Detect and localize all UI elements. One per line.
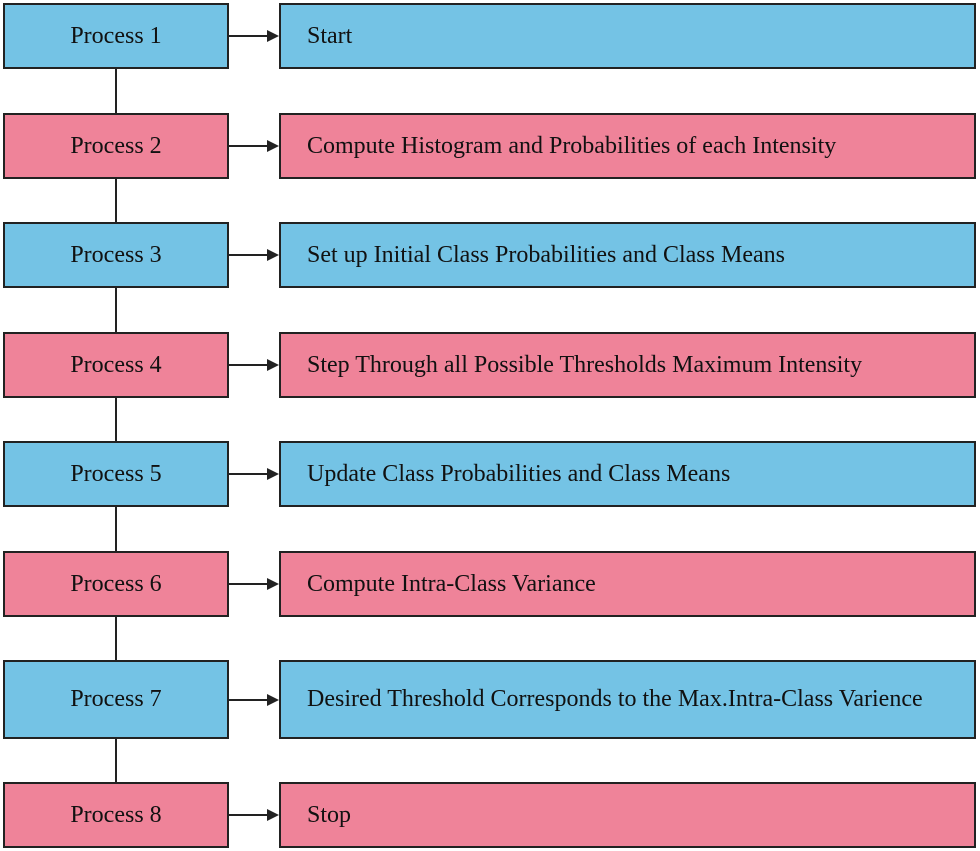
step-description: Update Class Probabilities and Class Mea… bbox=[307, 460, 731, 487]
process-label: Process 8 bbox=[70, 801, 162, 828]
step-description-box: Compute Intra-Class Variance bbox=[279, 551, 976, 617]
process-label: Process 1 bbox=[70, 22, 162, 49]
step-description-box: Set up Initial Class Probabilities and C… bbox=[279, 222, 976, 288]
arrow-right-icon bbox=[229, 359, 279, 371]
process-label: Process 6 bbox=[70, 570, 162, 597]
process-box: Process 1 bbox=[3, 3, 229, 69]
connector-line bbox=[115, 617, 117, 660]
arrow-right-icon bbox=[229, 809, 279, 821]
process-label: Process 7 bbox=[70, 686, 162, 712]
process-box: Process 4 bbox=[3, 332, 229, 398]
connector-line bbox=[115, 288, 117, 332]
arrow-right-icon bbox=[229, 578, 279, 590]
process-box: Process 5 bbox=[3, 441, 229, 507]
step-description-box: Compute Histogram and Probabilities of e… bbox=[279, 113, 976, 179]
connector-line bbox=[115, 507, 117, 551]
process-box: Process 6 bbox=[3, 551, 229, 617]
process-box: Process 3 bbox=[3, 222, 229, 288]
process-label: Process 2 bbox=[70, 132, 162, 159]
step-description: Start bbox=[307, 22, 353, 49]
connector-line bbox=[115, 398, 117, 441]
process-box: Process 7 bbox=[3, 660, 229, 739]
step-description-box: Update Class Probabilities and Class Mea… bbox=[279, 441, 976, 507]
step-description: Step Through all Possible Thresholds Max… bbox=[307, 351, 863, 378]
step-description-box: Start bbox=[279, 3, 976, 69]
process-box: Process 2 bbox=[3, 113, 229, 179]
step-description-box: Stop bbox=[279, 782, 976, 848]
step-description: Compute Intra-Class Variance bbox=[307, 570, 596, 597]
connector-line bbox=[115, 739, 117, 782]
connector-line bbox=[115, 179, 117, 222]
step-description-box: Desired Threshold Corresponds to the Max… bbox=[279, 660, 976, 739]
arrow-right-icon bbox=[229, 140, 279, 152]
step-description-box: Step Through all Possible Thresholds Max… bbox=[279, 332, 976, 398]
process-label: Process 5 bbox=[70, 460, 162, 487]
step-description: Desired Threshold Corresponds to the Max… bbox=[307, 686, 923, 712]
process-box: Process 8 bbox=[3, 782, 229, 848]
arrow-right-icon bbox=[229, 30, 279, 42]
step-description: Set up Initial Class Probabilities and C… bbox=[307, 241, 785, 268]
connector-line bbox=[115, 69, 117, 113]
process-label: Process 3 bbox=[70, 241, 162, 268]
step-description: Stop bbox=[307, 801, 352, 828]
step-description: Compute Histogram and Probabilities of e… bbox=[307, 132, 837, 159]
arrow-right-icon bbox=[229, 693, 279, 706]
arrow-right-icon bbox=[229, 468, 279, 480]
arrow-right-icon bbox=[229, 249, 279, 261]
process-label: Process 4 bbox=[70, 351, 162, 378]
